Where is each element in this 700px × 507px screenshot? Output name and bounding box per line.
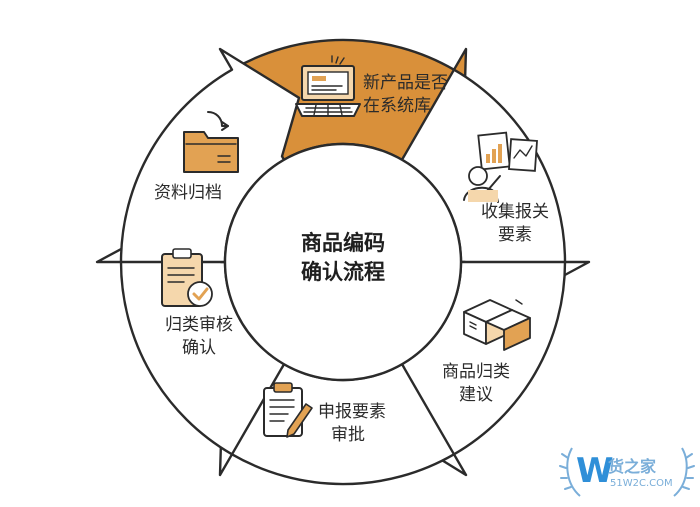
center-circle [223, 142, 463, 382]
watermark-site: 51W2C.COM [610, 478, 673, 489]
step-4-label-line-1: 申报要素 [318, 402, 386, 422]
step-2-label-line-2: 要素 [498, 225, 532, 245]
watermark-logo: W 货之家 51W2C.COM [559, 447, 695, 497]
clipboard-pen-icon [263, 382, 313, 438]
clipboard-check-icon [161, 248, 213, 307]
step-6-label: 资料归档 [154, 183, 222, 203]
watermark-brand: 货之家 [608, 457, 657, 476]
person-reviewing-charts-icon [463, 131, 538, 203]
center-title-line-2: 确认流程 [301, 260, 385, 284]
step-5-label-line-1: 归类审核 [165, 315, 233, 335]
step-3-label-line-2: 建议 [459, 385, 493, 405]
step-2-label-line-1: 收集报关 [481, 202, 549, 222]
step-3-label-line-1: 商品归类 [442, 362, 510, 382]
center-title-line-1: 商品编码 [301, 231, 385, 255]
step-5-label-line-2: 确认 [182, 338, 216, 358]
folder-icon [183, 111, 239, 173]
laptop-icon [295, 55, 361, 117]
step-4-label-line-2: 审批 [331, 425, 365, 445]
watermark-letter: W [576, 451, 614, 491]
step-1-label-line-1: 新产品是否 [363, 73, 448, 93]
step-1-label-line-2: 在系统库 [363, 96, 431, 116]
boxes-icon [463, 299, 531, 351]
